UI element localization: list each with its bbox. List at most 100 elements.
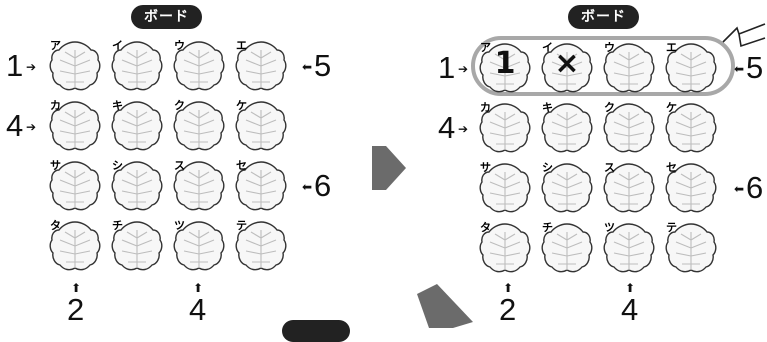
arrow-right-icon: ➔ [26, 60, 37, 74]
board-cell[interactable]: ケ [664, 100, 718, 156]
arrow-up-icon: ⬆ [193, 281, 204, 295]
clue-bottom: 4 [189, 292, 207, 327]
leaf-icon [479, 103, 531, 153]
leaf-icon [665, 223, 717, 273]
board-title: ボード [568, 5, 639, 29]
board-cell[interactable]: ス [602, 160, 656, 216]
cell-kana-label: ケ [236, 99, 247, 112]
clue-left: 4 [438, 110, 456, 145]
cell-kana-label: ツ [174, 219, 185, 232]
leaf-icon [479, 223, 531, 273]
leaf-icon [665, 103, 717, 153]
arrow-left-icon: ⬅ [302, 180, 313, 194]
board-cell[interactable]: シ [110, 158, 164, 214]
leaf-icon [49, 221, 101, 271]
board-cell[interactable]: ス [172, 158, 226, 214]
board-cell[interactable]: カ [48, 98, 102, 154]
leaf-icon [235, 41, 287, 91]
flow-arrow-right [372, 146, 406, 190]
row-highlight [471, 36, 735, 96]
clue-bottom: 2 [67, 292, 85, 327]
cell-kana-label: セ [236, 159, 247, 172]
leaf-icon [49, 101, 101, 151]
leaf-icon [235, 161, 287, 211]
board-cell[interactable]: テ [234, 218, 288, 274]
cell-kana-label: エ [666, 41, 677, 54]
cell-kana-label: カ [480, 101, 491, 114]
cell-kana-label: チ [112, 219, 123, 232]
board-cell[interactable]: イ× [540, 40, 594, 96]
leaf-icon [235, 221, 287, 271]
board-cell[interactable]: ア [48, 38, 102, 94]
leaf-icon [665, 43, 717, 93]
board-cell[interactable]: カ [478, 100, 532, 156]
cell-kana-label: ス [604, 161, 615, 174]
arrow-right-icon: ➔ [458, 62, 469, 76]
cell-kana-label: ク [174, 99, 185, 112]
board-cell[interactable]: セ [234, 158, 288, 214]
cell-kana-label: テ [666, 221, 677, 234]
board-cell[interactable]: シ [540, 160, 594, 216]
cell-kana-label: ウ [174, 39, 185, 52]
cell-kana-label: エ [236, 39, 247, 52]
leaf-icon [665, 163, 717, 213]
clue-right: 5 [314, 48, 332, 83]
cell-kana-label: セ [666, 161, 677, 174]
board-cell[interactable]: エ [234, 38, 288, 94]
board-cell[interactable]: ケ [234, 98, 288, 154]
board-cell[interactable]: サ [478, 160, 532, 216]
board-cell[interactable]: イ [110, 38, 164, 94]
board-cell[interactable]: キ [110, 98, 164, 154]
arrow-right-icon: ➔ [26, 120, 37, 134]
cell-kana-label: チ [542, 221, 553, 234]
board-cell[interactable]: ク [172, 98, 226, 154]
leaf-icon [603, 103, 655, 153]
board-cell[interactable]: ク [602, 100, 656, 156]
board-cell[interactable]: ウ [602, 40, 656, 96]
leaf-icon [49, 41, 101, 91]
leaf-icon [541, 43, 593, 93]
cell-kana-label: ク [604, 101, 615, 114]
arrow-up-icon: ⬆ [71, 281, 82, 295]
board-cell[interactable]: チ [540, 220, 594, 276]
cell-kana-label: タ [50, 219, 61, 232]
board-cell[interactable]: エ [664, 40, 718, 96]
leaf-icon [173, 41, 225, 91]
cell-kana-label: タ [480, 221, 491, 234]
leaf-icon [111, 221, 163, 271]
board-cell[interactable]: チ [110, 218, 164, 274]
cell-kana-label: シ [542, 161, 553, 174]
clue-right: 6 [746, 170, 764, 205]
arrow-up-icon: ⬆ [625, 281, 636, 295]
board-cell[interactable]: セ [664, 160, 718, 216]
leaf-icon [173, 221, 225, 271]
cell-kana-label: シ [112, 159, 123, 172]
leaf-icon [111, 161, 163, 211]
leaf-icon [541, 163, 593, 213]
arrow-left-icon: ⬅ [734, 182, 745, 196]
board-cell[interactable]: タ [48, 218, 102, 274]
leaf-icon [173, 161, 225, 211]
board-cell[interactable]: ウ [172, 38, 226, 94]
arrow-up-icon: ⬆ [503, 281, 514, 295]
leaf-icon [111, 101, 163, 151]
board-cell[interactable]: キ [540, 100, 594, 156]
cell-mark: 1 [494, 46, 516, 81]
leaf-icon [173, 101, 225, 151]
clue-right: 5 [746, 50, 764, 85]
cell-kana-label: イ [542, 41, 553, 54]
cell-kana-label: ア [50, 39, 61, 52]
cell-kana-label: カ [50, 99, 61, 112]
board-cell[interactable]: サ [48, 158, 102, 214]
clue-right: 6 [314, 168, 332, 203]
arrow-left-icon: ⬅ [302, 60, 313, 74]
board-cell[interactable]: タ [478, 220, 532, 276]
cell-kana-label: ケ [666, 101, 677, 114]
cell-kana-label: ス [174, 159, 185, 172]
board-cell[interactable]: テ [664, 220, 718, 276]
board-cell[interactable]: ツ [602, 220, 656, 276]
board-cell[interactable]: ツ [172, 218, 226, 274]
